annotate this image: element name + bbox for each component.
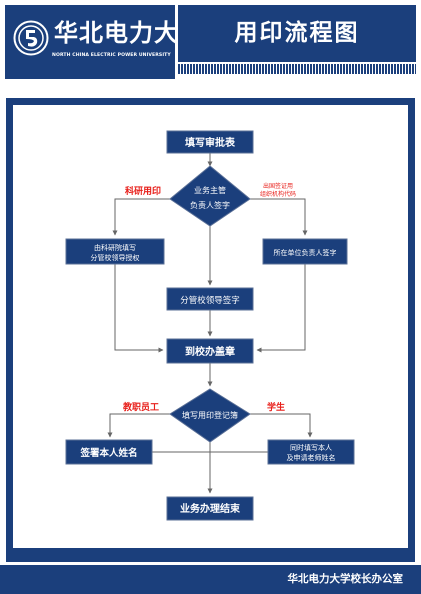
node-decision-sign-line1: 业务主管: [194, 185, 226, 195]
title-banner: [178, 5, 416, 62]
footer: 华北电力大学校长办公室: [0, 565, 421, 594]
university-banner: [5, 5, 175, 79]
node-decision-sign-line2: 负责人签字: [190, 200, 230, 210]
node-finish-label: 业务办理结束: [180, 502, 241, 515]
university-logo: [13, 20, 49, 56]
arrow-to-research: [112, 198, 170, 236]
node-student-sign: 同时填写本人 及申请老师姓名: [267, 439, 355, 465]
node-research-sign-line1: 由科研院填写: [94, 243, 136, 252]
node-fill-form: 填写审批表: [166, 130, 254, 154]
arrow-to-student: [250, 413, 313, 438]
node-research-sign: 由科研院填写 分管校领导授权: [65, 238, 165, 265]
node-register-book-label: 填写用印登记簿: [182, 410, 238, 420]
node-leader-sign: 分管校领导签字: [166, 287, 254, 311]
arrow-unit-to-stamp: [256, 264, 306, 353]
node-staff-sign-label: 签署本人姓名: [79, 447, 137, 459]
node-office-stamp: 到校办盖章: [166, 338, 254, 364]
label-abroad-cert-line2: 组织机构代码: [260, 190, 296, 198]
arrow-research-to-stamp: [114, 264, 164, 353]
label-research-seal: 科研用印: [125, 185, 161, 197]
node-unit-sign-label: 所在单位负责人签字: [274, 248, 337, 257]
node-office-stamp-label: 到校办盖章: [185, 345, 235, 358]
label-staff: 教职员工: [122, 401, 159, 413]
node-student-sign-line1: 同时填写本人: [290, 443, 332, 452]
arrow-to-staff: [107, 413, 170, 438]
node-decision-sign: 业务主管 负责人签字: [169, 165, 251, 227]
node-register-book: 填写用印登记簿: [169, 388, 251, 443]
node-unit-sign: 所在单位负责人签字: [262, 238, 348, 265]
page-title: 用印流程图: [234, 20, 360, 46]
university-name-en: NORTH CHINA ELECTRIC POWER UNIVERSITY: [52, 53, 171, 58]
connectors: [107, 153, 313, 494]
node-finish: 业务办理结束: [166, 496, 254, 521]
footer-office-name: 华北电力大学校长办公室: [287, 573, 404, 585]
decorative-stripe: [178, 64, 416, 74]
node-staff-sign: 签署本人姓名: [65, 439, 153, 465]
arrow-to-unit: [250, 198, 308, 236]
header: 华北电力大学 NORTH CHINA ELECTRIC POWER UNIVER…: [0, 0, 421, 84]
node-student-sign-line2: 及申请老师姓名: [287, 453, 336, 462]
node-fill-form-label: 填写审批表: [185, 136, 236, 149]
label-student: 学生: [267, 401, 285, 413]
node-leader-sign-label: 分管校领导签字: [180, 295, 240, 306]
label-abroad-cert-line1: 出国签证用: [263, 182, 293, 190]
node-research-sign-line2: 分管校领导授权: [91, 253, 140, 262]
